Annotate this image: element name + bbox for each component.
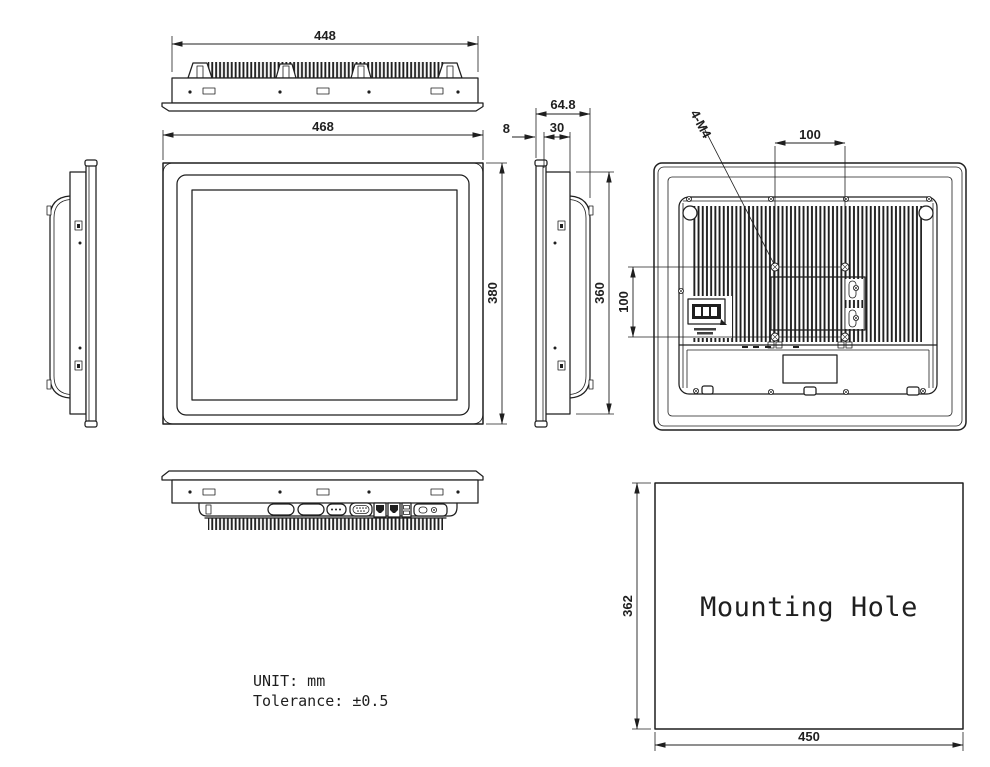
front-view-dimensions: 468 380: [162, 119, 507, 425]
dim-body-height: 360: [592, 282, 607, 304]
power-terminal: [678, 287, 732, 338]
screw: [686, 195, 692, 203]
vesa-hole: [770, 262, 780, 272]
front-bezel-edge-top: [161, 102, 484, 112]
leader-line: [702, 125, 775, 265]
dim-cutout-height: 362: [620, 595, 635, 617]
side-slots: [553, 220, 566, 371]
front-bezel-lip: [85, 162, 97, 424]
dim-front-height: 380: [485, 282, 500, 304]
dim-cutout-width: 450: [798, 729, 820, 744]
rear-io-cover: [678, 344, 938, 396]
vesa-hole: [770, 332, 780, 342]
bottom-view: [161, 470, 484, 530]
mounting-bosses: [187, 62, 463, 79]
heatsink-fins-bottom: [208, 518, 443, 530]
dim-front-width: 468: [312, 119, 334, 134]
mounting-hole-view: Mounting Hole 362 450: [620, 482, 964, 751]
mounting-hole-cutout: [654, 482, 964, 730]
vesa-holes-callout: 4-M4: [687, 107, 715, 141]
screw: [926, 195, 932, 203]
dim-vesa-width: 100: [799, 127, 821, 142]
rear-cover-profile: [49, 195, 71, 399]
side-chassis: [543, 171, 571, 415]
mounting-hole-label: Mounting Hole: [700, 592, 918, 623]
io-port-vga: [349, 502, 373, 517]
right-side-view: [534, 159, 594, 428]
top-view: [161, 62, 484, 112]
dim-panel-thickness: 8: [503, 121, 510, 136]
screen-area: [191, 189, 458, 401]
bottom-chassis-body: [171, 479, 479, 504]
unit-note: UNIT: mm: [253, 672, 325, 690]
notes: UNIT: mm Tolerance: ±0.5: [253, 672, 388, 710]
tolerance-note: Tolerance: ±0.5: [253, 692, 388, 710]
side-chassis: [69, 171, 87, 415]
corner-hole: [918, 205, 934, 221]
top-chassis-body: [171, 77, 479, 104]
mounting-tab: [701, 385, 714, 395]
left-side-view: [46, 159, 98, 428]
vesa-plate: [770, 276, 866, 331]
dim-top-width: 448: [314, 28, 336, 43]
top-view-dimensions: 448: [171, 28, 479, 72]
io-ports: [267, 502, 448, 518]
usb-port: [401, 502, 412, 518]
io-port-serial: [297, 503, 325, 516]
rating-label: [782, 354, 838, 384]
mounting-tab: [906, 386, 920, 396]
vesa-slots: [845, 279, 863, 329]
front-bezel: [176, 174, 470, 416]
vesa-hole: [840, 262, 850, 272]
front-corner-caps: [162, 162, 484, 425]
dim-total-depth: 64.8: [550, 97, 575, 112]
vesa-hole: [840, 332, 850, 342]
right-foot: [436, 502, 458, 517]
screw: [768, 195, 774, 203]
front-bezel-lip: [535, 162, 547, 424]
mounting-tab: [803, 386, 817, 396]
io-port-serial: [267, 503, 295, 516]
rear-view: [628, 146, 967, 431]
front-view: [162, 162, 484, 425]
side-slots: [74, 220, 83, 371]
rear-outer-frame: [653, 162, 967, 431]
front-bezel-edge-bottom: [161, 470, 484, 481]
corner-hole: [682, 205, 698, 221]
bottom-vent-holes: [188, 488, 460, 496]
dim-front-depth: 30: [550, 120, 564, 135]
heatsink-fins-top: [208, 62, 443, 78]
screw: [843, 195, 849, 203]
rear-cover-profile: [569, 195, 591, 399]
dim-vesa-height: 100: [616, 291, 631, 313]
top-vent-holes: [188, 87, 460, 95]
front-outer-frame: [162, 162, 484, 425]
left-foot: [198, 502, 220, 517]
side-view-dimensions: 64.8 30 8 360: [503, 97, 614, 415]
